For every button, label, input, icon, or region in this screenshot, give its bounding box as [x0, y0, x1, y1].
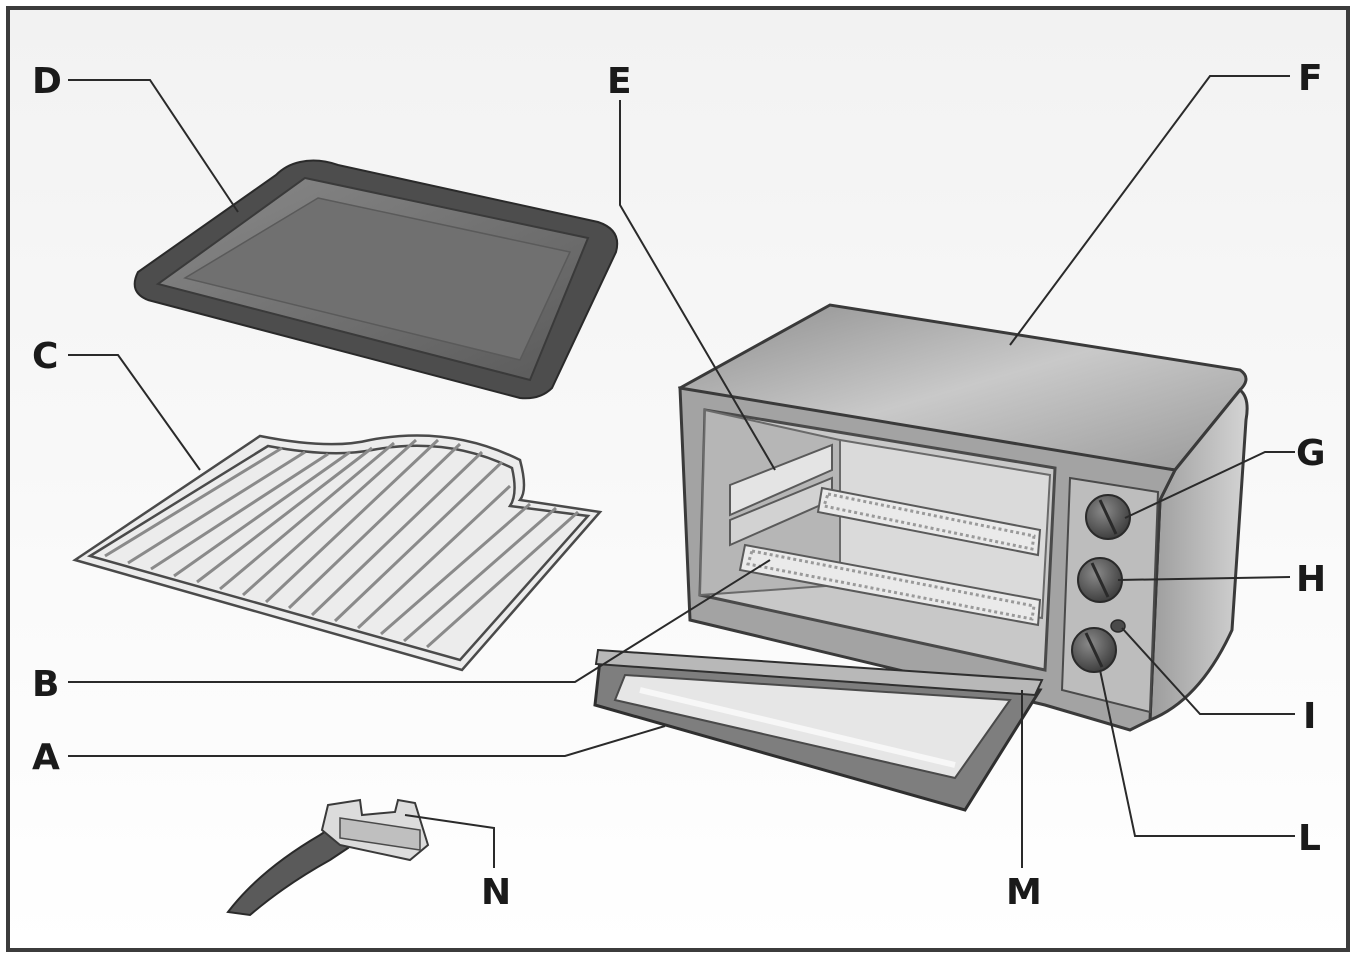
- label-g: G: [1296, 433, 1326, 474]
- timer-knob: [1072, 628, 1116, 672]
- label-i: I: [1303, 696, 1316, 737]
- label-a: A: [32, 737, 60, 778]
- label-e: E: [607, 61, 632, 102]
- label-f: F: [1298, 58, 1323, 99]
- label-d: D: [32, 61, 62, 102]
- label-c: C: [32, 336, 58, 377]
- label-h: H: [1296, 559, 1326, 600]
- function-knob: [1078, 558, 1122, 602]
- label-b: B: [32, 664, 59, 705]
- label-l: L: [1298, 818, 1321, 859]
- temperature-knob: [1086, 495, 1130, 539]
- label-n: N: [481, 872, 511, 913]
- label-m: M: [1006, 872, 1042, 913]
